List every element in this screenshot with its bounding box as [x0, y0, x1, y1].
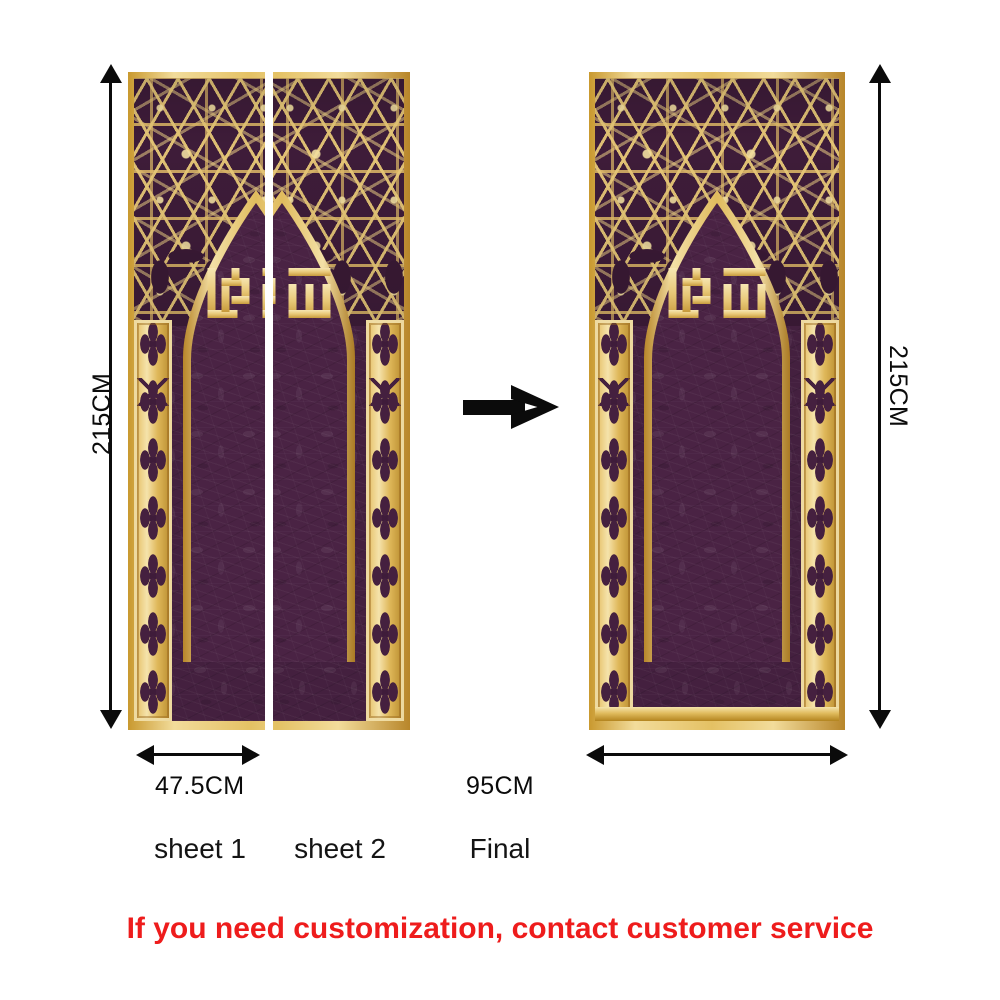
sheet-2-panel [273, 72, 410, 730]
left-ornamental-border [595, 320, 633, 721]
pointed-arch [644, 190, 790, 662]
customization-note: If you need customization, contact custo… [126, 912, 874, 945]
arch-purple-field [183, 190, 265, 662]
right-height-dimension-line [878, 80, 881, 720]
border-gold-outline [366, 320, 404, 721]
arrow-right-icon [463, 385, 559, 429]
pointed-arch [183, 190, 265, 662]
final-panel [589, 72, 845, 730]
left-height-arrow-up [100, 64, 122, 83]
arch-emboss-swirls [644, 190, 790, 662]
arch-emboss-swirls [273, 190, 355, 662]
sheet-2-clip [273, 72, 410, 730]
bottom-gold-base-band [595, 707, 839, 721]
left-height-arrow-down [100, 710, 122, 729]
border-gold-outline [801, 320, 839, 721]
border-gold-outline [595, 320, 633, 721]
kufic-calligraphy [273, 268, 331, 318]
sheet-1-clip [128, 72, 265, 730]
sheet-2-caption: sheet 2 [294, 833, 386, 864]
final-width-arrow-right [830, 745, 848, 765]
sheet-width-label: 47.5CM [155, 772, 245, 800]
final-width-arrow-left [586, 745, 604, 765]
arch-purple-field [644, 190, 790, 662]
right-height-arrow-down [869, 710, 891, 729]
sheet-width-arrow-right [242, 745, 260, 765]
arch-emboss-texture [273, 190, 355, 662]
border-rosette-motif [595, 320, 633, 721]
border-rosette-motif [366, 320, 404, 721]
sheet-1-caption: sheet 1 [154, 833, 246, 864]
sheet-1-artwork [128, 72, 265, 730]
right-ornamental-border [801, 320, 839, 721]
final-width-dimension-line [600, 753, 836, 756]
right-ornamental-border [366, 320, 404, 721]
pointed-arch [273, 190, 355, 662]
top-star-lattice [134, 78, 265, 326]
arch-emboss-swirls [183, 190, 265, 662]
final-clip [589, 72, 845, 730]
kufic-calligraphy [207, 268, 265, 318]
sheet-width-dimension-line [148, 753, 248, 756]
final-caption: Final [469, 833, 531, 864]
sheet-width-arrow-left [136, 745, 154, 765]
final-width-label: 95CM [466, 772, 534, 800]
sheet-2-artwork [273, 72, 410, 730]
border-gold-outline [134, 320, 172, 721]
sheet-1-panel [128, 72, 265, 730]
kufic-calligraphy [668, 268, 766, 318]
left-height-label: 215CM [88, 372, 116, 455]
kufic-glyph-allah [288, 268, 331, 318]
border-rosette-motif [134, 320, 172, 721]
border-rosette-motif [801, 320, 839, 721]
kufic-glyph-muhammad [668, 268, 711, 318]
kufic-glyph-muhammad [207, 268, 250, 318]
kufic-glyph-allah [262, 268, 265, 318]
arch-purple-field [273, 190, 355, 662]
right-height-arrow-up [869, 64, 891, 83]
kufic-glyph-muhammad [273, 268, 276, 318]
left-ornamental-border [134, 320, 172, 721]
arch-emboss-texture [183, 190, 265, 662]
arch-emboss-texture [644, 190, 790, 662]
left-height-dimension-line [109, 80, 112, 720]
final-artwork [589, 72, 845, 730]
arrow-shaft [463, 400, 525, 415]
right-height-label: 215CM [884, 345, 912, 428]
kufic-glyph-allah [723, 268, 766, 318]
